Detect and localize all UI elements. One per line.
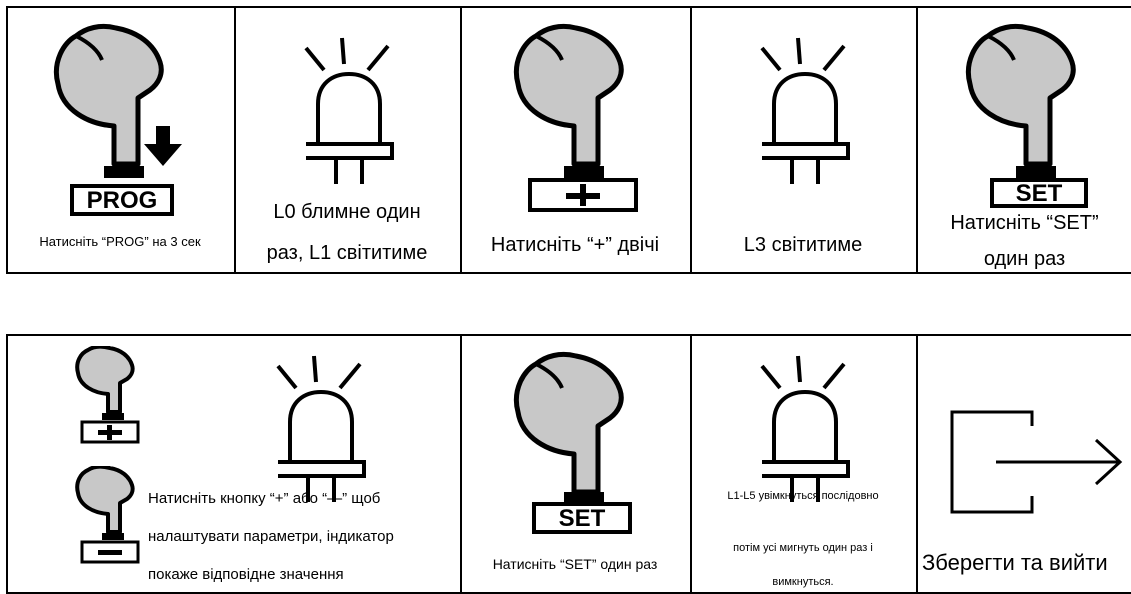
step-caption: Натисніть “SET” один раз (492, 556, 658, 572)
step-caption-line2: один раз (983, 248, 1066, 270)
step-led-l0-blink: L0 блимне один раз, L1 світитиме (236, 8, 462, 272)
finger-press-icon (54, 23, 182, 178)
prog-button-icon: PROG (70, 184, 174, 216)
step-caption-line1: Натисніть кнопку “+” або “—” щоб (148, 490, 381, 507)
step-caption: Зберегти та вийти (922, 550, 1108, 575)
step-caption: Натисніть “PROG” на 3 сек (39, 234, 201, 249)
step-caption: L3 світитиме (743, 234, 863, 256)
step-caption-line1: L1-L5 увімкнуться послідовно (727, 490, 879, 502)
led-indicator-icon (276, 355, 366, 502)
finger-press-icon (966, 23, 1076, 178)
step-save-exit: Зберегти та вийти (918, 336, 1131, 592)
step-caption-line3: вимкнуться. (772, 576, 834, 588)
finger-press-minus-icon (75, 466, 140, 564)
step-caption-line1: L0 блимне один (273, 201, 421, 223)
step-caption-line3: покаже відповідне значення (148, 566, 344, 583)
led-indicator-icon (760, 355, 850, 502)
led-indicator-icon (304, 37, 394, 184)
step-press-set-confirm: SET Натисніть “SET” один раз (462, 336, 692, 592)
led-indicator-icon (760, 37, 850, 184)
step-caption-line2: раз, L1 світитиме (266, 242, 428, 264)
step-press-plus: Натисніть “+” двічі (462, 8, 692, 272)
step-led-l3-on: L3 світитиме (692, 8, 918, 272)
instruction-row-1: PROG Натисніть “PROG” на 3 сек L0 блимне… (6, 6, 1131, 274)
finger-press-icon (514, 351, 624, 504)
step-caption-line2: налаштувати параметри, індикатор (148, 528, 394, 545)
set-button-icon: SET (990, 178, 1088, 208)
exit-icon (950, 410, 1123, 514)
finger-press-plus-icon (75, 346, 140, 444)
instruction-row-2: Натисніть кнопку “+” або “—” щоб налашту… (6, 334, 1131, 594)
step-press-prog: PROG Натисніть “PROG” на 3 сек (8, 8, 236, 272)
step-caption-line2: потім усі мигнуть один раз і (733, 542, 873, 554)
step-press-set: SET Натисніть “SET” один раз (918, 8, 1131, 272)
step-caption: Натисніть “+” двічі (490, 234, 660, 256)
step-led-sequence: L1-L5 увімкнуться послідовно потім усі м… (692, 336, 918, 592)
step-caption-line1: Натисніть “SET” (950, 212, 1099, 234)
set-button-icon: SET (532, 502, 632, 534)
step-adjust-parameters: Натисніть кнопку “+” або “—” щоб налашту… (8, 336, 462, 592)
finger-press-icon (514, 23, 638, 212)
